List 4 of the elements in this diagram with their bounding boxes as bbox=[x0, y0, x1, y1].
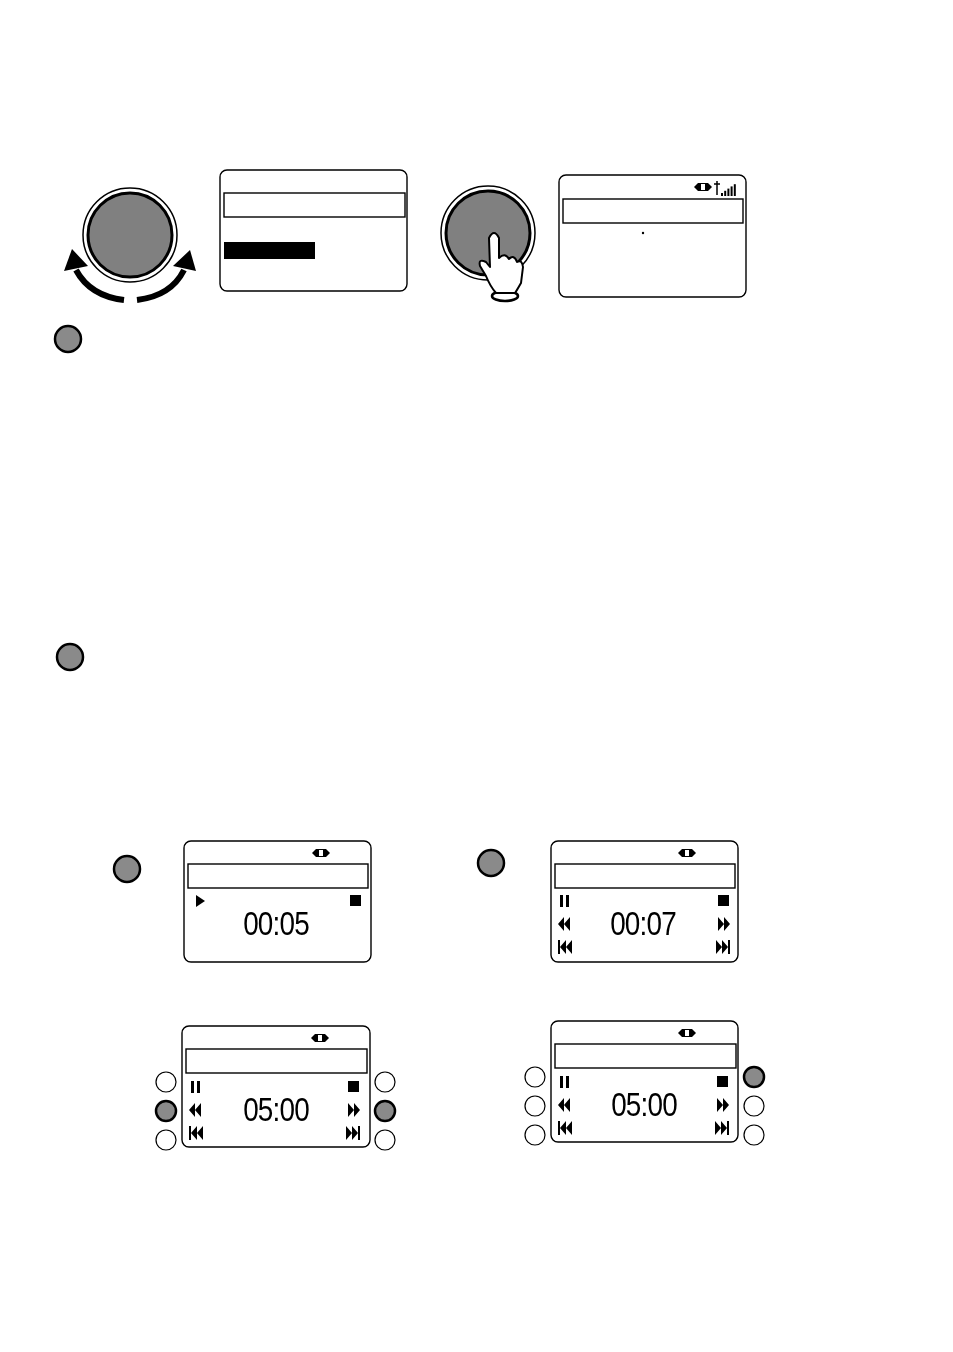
time-readout: 00:05 bbox=[243, 904, 309, 942]
time-readout: 05:00 bbox=[611, 1085, 677, 1123]
time-readout: 05:00 bbox=[243, 1090, 309, 1128]
time-readout: 00:07 bbox=[610, 904, 676, 942]
